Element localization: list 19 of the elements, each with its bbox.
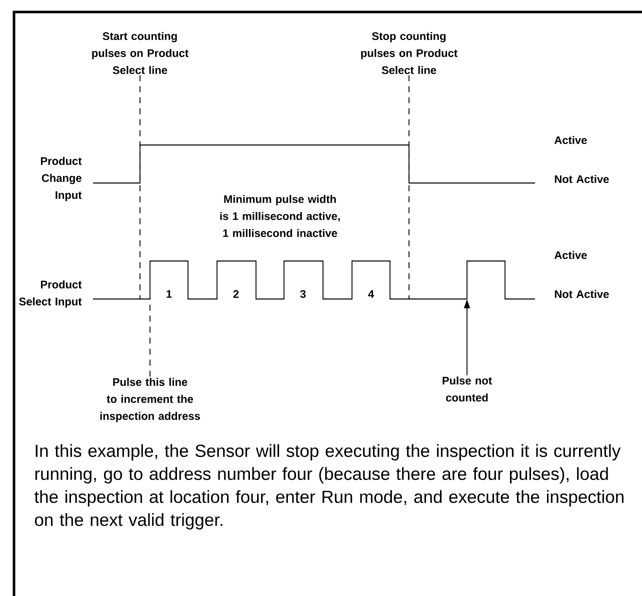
state-label: Not Active (554, 290, 609, 298)
signal-name: Product Change Input (41, 156, 82, 202)
signal-name: Product Select Input (19, 280, 82, 308)
timing-waveform (92, 260, 536, 300)
caption: In this example, the Sensor will stop executing the inspection it is currently running, go to address number four (because there are four pulses), load the inspection at location four, enter Run mode, and execute the inspection on the next valid trigger. (34, 444, 624, 530)
timing-waveform (92, 144, 536, 184)
annotation-text: Stop counting pulses on Product Select line (361, 32, 458, 74)
state-label: Not Active (554, 174, 609, 184)
state-label: Active (554, 250, 587, 260)
pulse-number: 1 (166, 290, 172, 298)
leader-line (408, 74, 410, 300)
annotation-text: Pulse not counted (442, 376, 492, 402)
annotation-text: Pulse this line to increment the inspection address (100, 378, 200, 422)
note-text: Minimum pulse width is 1 millisecond active, 1 millisecond inactive (220, 194, 340, 238)
state-label: Active (554, 136, 587, 144)
pulse-number: 2 (233, 290, 239, 298)
pulse-number: 4 (368, 290, 374, 298)
annotation-text: Start counting pulses on Product Select line (92, 32, 188, 74)
pulse-number: 3 (300, 290, 306, 298)
